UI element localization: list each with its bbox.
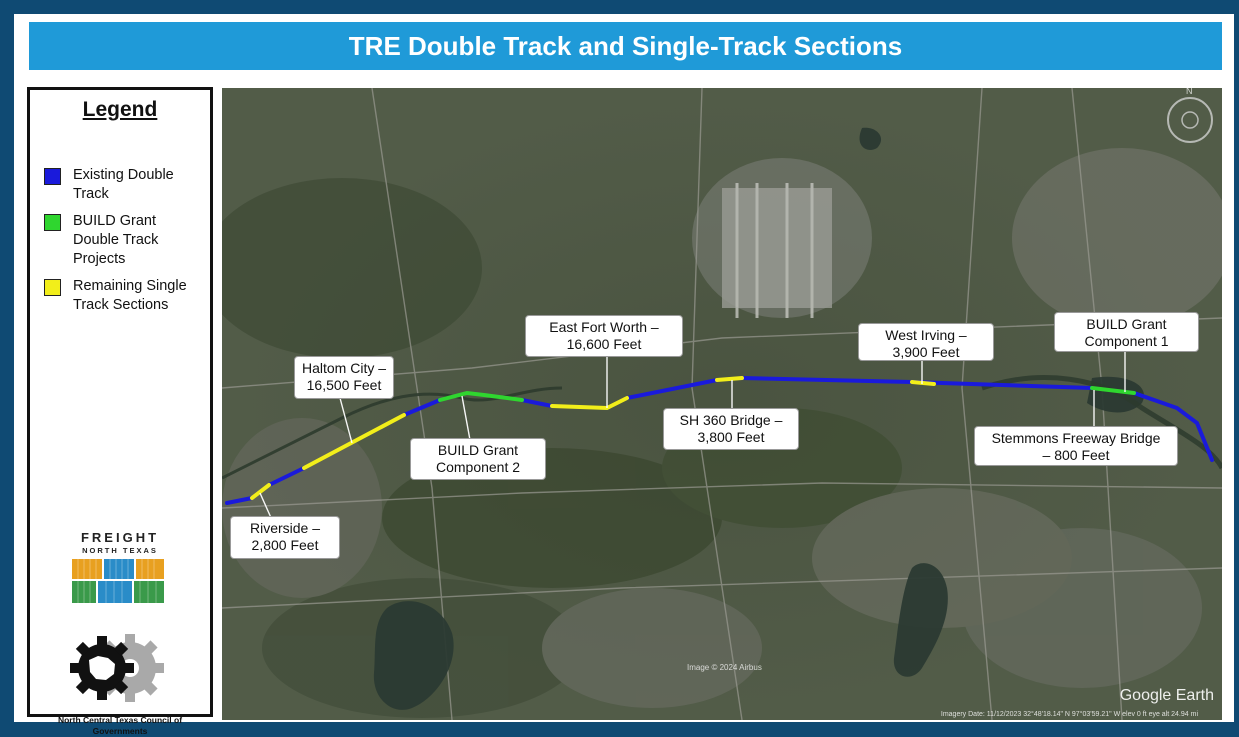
freight-logo-subtext: NORTH TEXAS (82, 546, 158, 555)
callout-stemmons-freeway-bridge: Stemmons Freeway Bridge – 800 Feet (974, 426, 1178, 466)
callout-west-irving: West Irving – 3,900 Feet (858, 323, 994, 361)
freight-north-texas-logo: FREIGHT NORTH TEXAS (70, 530, 170, 612)
nctcog-logo: North Central Texas Council of Governmen… (44, 630, 196, 737)
callout-build-grant-component-2: BUILD Grant Component 2 (410, 438, 546, 480)
google-earth-watermark: Google Earth (1119, 687, 1214, 704)
legend-label: Existing Double Track (73, 167, 174, 202)
callout-sh-360-bridge: SH 360 Bridge – 3,800 Feet (663, 408, 799, 450)
legend-swatch-yellow (44, 279, 61, 296)
gear-icon (70, 634, 164, 702)
legend-item-single-track: Remaining Single Track Sections (44, 277, 203, 315)
legend-item-build-grant: BUILD Grant Double Track Projects (44, 212, 203, 269)
callout-east-fort-worth: East Fort Worth – 16,600 Feet (525, 315, 683, 357)
legend-item-existing-double-track: Existing Double Track (44, 166, 203, 204)
legend-swatch-blue (44, 168, 61, 185)
callout-riverside: Riverside – 2,800 Feet (230, 516, 340, 559)
legend-title: Legend (82, 98, 158, 121)
map-copyright: Image © 2024 Airbus (687, 663, 762, 672)
satellite-imagery: N (222, 88, 1222, 720)
legend-panel: Legend Existing Double Track BUILD Grant… (27, 87, 213, 736)
legend-label: BUILD Grant Double Track Projects (73, 213, 159, 267)
container-stack-icon (72, 559, 164, 603)
legend-label: Remaining Single Track Sections (73, 278, 187, 313)
callout-haltom-city: Haltom City – 16,500 Feet (294, 356, 394, 399)
nctcog-logo-text: North Central Texas Council of Governmen… (57, 715, 183, 736)
callout-build-grant-component-1: BUILD Grant Component 1 (1054, 312, 1199, 352)
legend-swatch-green (44, 214, 61, 231)
page-title: TRE Double Track and Single-Track Sectio… (29, 22, 1222, 70)
imagery-info: Imagery Date: 11/12/2023 32°48'18.14" N … (940, 711, 1198, 718)
svg-text:N: N (1186, 88, 1193, 96)
freight-logo-text: FREIGHT (80, 530, 160, 545)
satellite-map: N (222, 88, 1222, 720)
